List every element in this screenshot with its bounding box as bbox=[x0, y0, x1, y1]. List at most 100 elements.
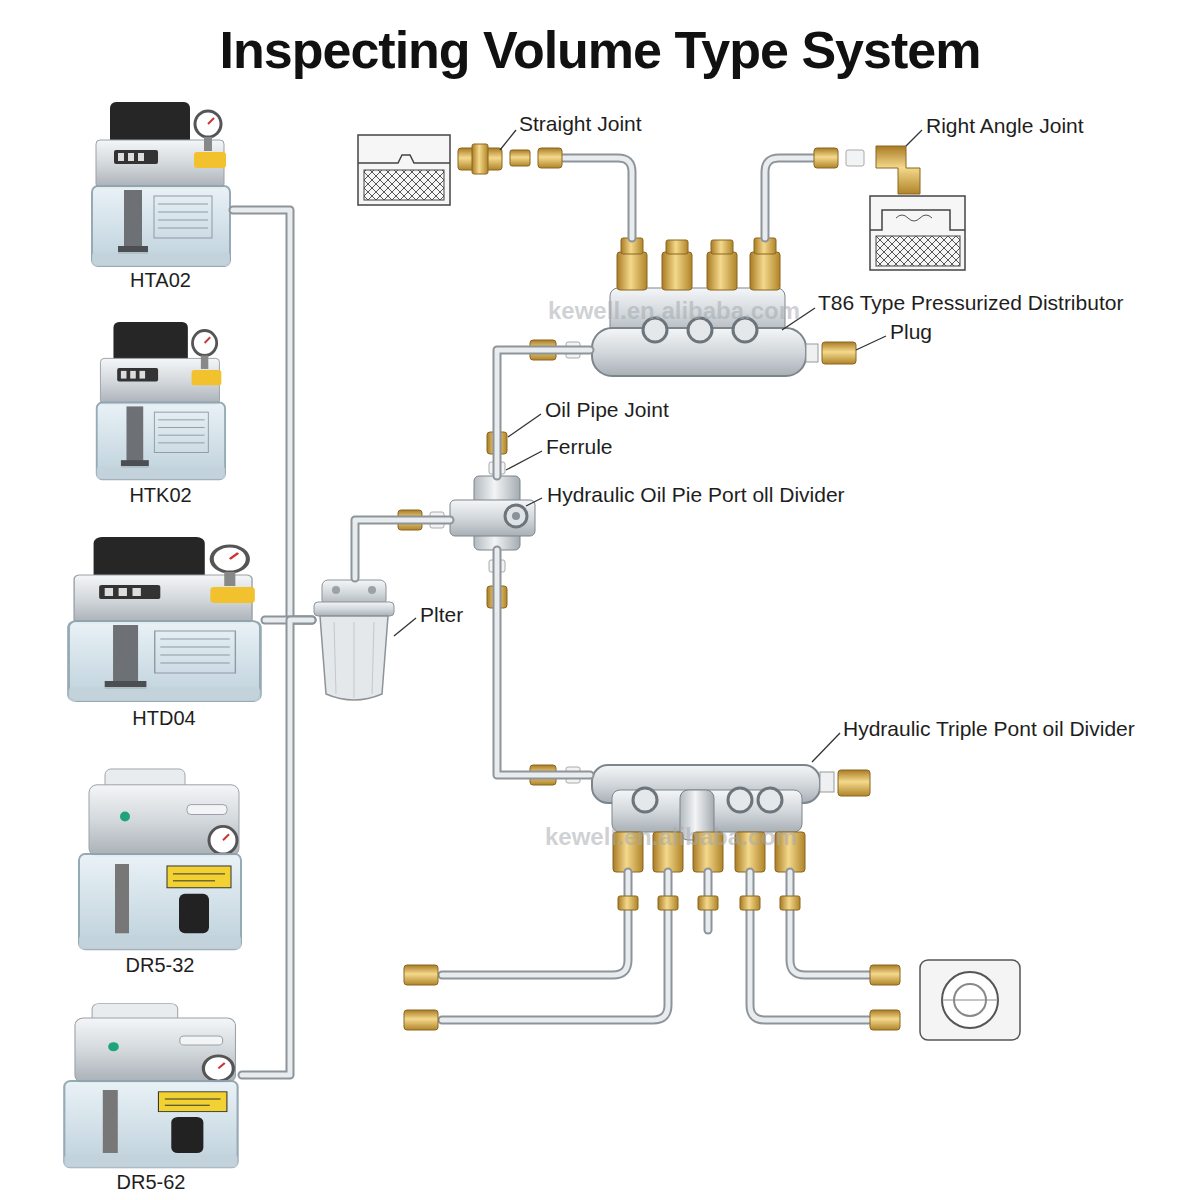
model-label: DR5-32 bbox=[55, 953, 265, 977]
outlet-pipe bbox=[942, 972, 998, 1028]
part-name: Straight Joint bbox=[519, 112, 642, 136]
pipe-fitting bbox=[489, 462, 505, 474]
triple-divider-illustration bbox=[728, 788, 752, 812]
pipe-fitting bbox=[489, 560, 505, 572]
outlet-pipe bbox=[404, 872, 1020, 1040]
outlet-pipe bbox=[404, 965, 438, 985]
pipe-fitting bbox=[530, 765, 556, 785]
right-angle-joint-illustration bbox=[896, 215, 932, 221]
straight-joint-illustration bbox=[358, 135, 502, 205]
distributor-illustration bbox=[711, 240, 733, 254]
outlet-pipe bbox=[780, 896, 800, 910]
straight-joint-illustration bbox=[358, 135, 450, 205]
outlet-pipe bbox=[404, 1010, 438, 1030]
component-label: Plter bbox=[420, 603, 463, 627]
pipe-wall bbox=[497, 550, 590, 775]
right-angle-joint-illustration bbox=[876, 146, 920, 194]
tee-divider: Hydraulic Oil Pie Port oll Divider bbox=[450, 476, 535, 550]
outlet-pipe bbox=[942, 1000, 998, 1001]
tee-divider-illustration bbox=[505, 505, 527, 527]
leader-line bbox=[526, 498, 542, 506]
pipe-fitting bbox=[530, 340, 556, 360]
triple-divider-illustration bbox=[820, 772, 834, 792]
model-label: HTA02 bbox=[68, 268, 253, 292]
component-label: Hydraulic Triple Pont oil Divider bbox=[843, 717, 1135, 741]
triple-divider-illustration bbox=[633, 788, 657, 812]
straight-joint-illustration bbox=[364, 170, 444, 200]
filter-illustration bbox=[354, 622, 355, 698]
leader-line bbox=[394, 130, 922, 762]
filter-illustration bbox=[368, 586, 376, 594]
right-angle-joint-illustration bbox=[870, 146, 965, 270]
outlet-pipe bbox=[562, 158, 632, 238]
leader-line bbox=[500, 130, 516, 150]
oil-pipe bbox=[497, 550, 590, 775]
leader-line bbox=[506, 451, 542, 470]
lubrication-pump: HTK02 bbox=[93, 320, 228, 482]
leader-line bbox=[906, 130, 922, 146]
pipe-core bbox=[265, 618, 312, 623]
distributor-illustration bbox=[617, 252, 647, 290]
lubrication-pump: HTA02 bbox=[88, 100, 233, 268]
oil-pipe bbox=[355, 520, 450, 578]
outlet-pipe bbox=[658, 896, 678, 910]
lubrication-pump: HTD04 bbox=[63, 535, 265, 703]
filter-illustration bbox=[332, 586, 340, 594]
part-name: Right Angle Joint bbox=[926, 114, 1084, 138]
leader-line bbox=[856, 336, 886, 350]
lubrication-pump: DR5-32 bbox=[75, 765, 245, 953]
pipe-fitting bbox=[430, 512, 444, 528]
distributor-illustration bbox=[822, 342, 856, 364]
distributor-illustration bbox=[707, 252, 737, 290]
pipe-fitting bbox=[398, 510, 422, 530]
pipe-core bbox=[242, 620, 312, 1075]
outlet-pipe bbox=[765, 158, 814, 238]
pipe-fitting bbox=[566, 342, 580, 358]
oil-pipe bbox=[242, 620, 312, 1075]
outlet-pipe bbox=[920, 960, 1020, 1040]
triple-divider-illustration bbox=[758, 788, 782, 812]
watermark: kewell.en.alibaba.com bbox=[545, 825, 797, 849]
component-label: Hydraulic Oil Pie Port oll Divider bbox=[547, 483, 845, 507]
tee-divider-illustration bbox=[450, 476, 535, 550]
oil-filter: Plter bbox=[312, 578, 396, 702]
outlet-pipe bbox=[538, 148, 562, 168]
pump-illustration bbox=[64, 1004, 237, 1168]
part-name: Plug bbox=[890, 320, 932, 344]
pipe-wall bbox=[265, 616, 312, 625]
pipe-fitting bbox=[487, 586, 507, 608]
pipe-fitting bbox=[566, 767, 580, 783]
pump-illustration bbox=[79, 769, 241, 949]
tee-divider-illustration bbox=[450, 500, 535, 536]
filter-illustration bbox=[314, 580, 394, 700]
distributor-illustration bbox=[750, 252, 780, 290]
distributor-illustration bbox=[806, 344, 818, 362]
outlet-pipe bbox=[442, 872, 668, 1020]
right-angle-joint-illustration bbox=[870, 196, 965, 270]
outlet-pipe bbox=[442, 872, 628, 975]
outlet-pipe bbox=[790, 872, 870, 975]
tee-divider-illustration bbox=[512, 512, 520, 520]
outlet-pipe bbox=[750, 872, 870, 1020]
distributor-illustration bbox=[666, 240, 688, 254]
watermark: kewell.en.alibaba.com bbox=[548, 299, 800, 323]
outlet-pipe bbox=[814, 148, 838, 168]
oil-pipe bbox=[233, 210, 312, 620]
outlet-pipe bbox=[765, 158, 814, 238]
outlet-pipe bbox=[510, 150, 530, 166]
pump-illustration bbox=[92, 102, 230, 266]
outlet-pipe bbox=[510, 148, 864, 238]
pump-illustration bbox=[97, 322, 225, 479]
pipe-wall bbox=[242, 620, 312, 1075]
model-label: HTD04 bbox=[43, 706, 285, 730]
leader-line bbox=[394, 618, 416, 636]
outlet-pipe bbox=[698, 896, 718, 910]
outlet-pipe bbox=[740, 896, 760, 910]
triple-divider-illustration bbox=[592, 765, 870, 872]
outlet-pipe bbox=[562, 158, 632, 238]
model-label: HTK02 bbox=[73, 483, 248, 507]
lubrication-pump: DR5-62 bbox=[60, 1000, 242, 1170]
